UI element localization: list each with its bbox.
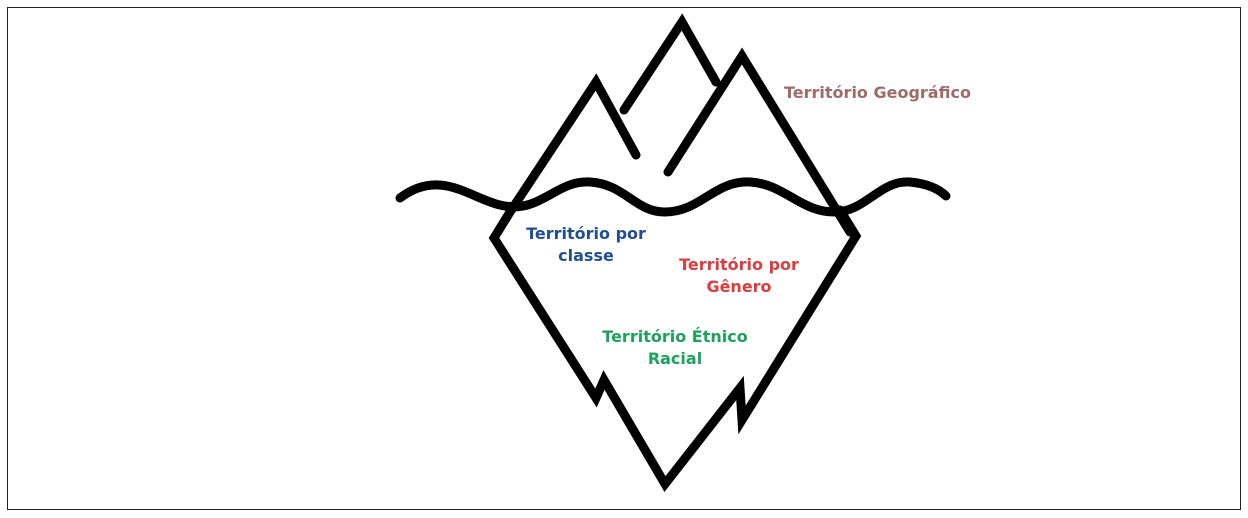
classe-line-1: Território por	[526, 224, 646, 243]
genero-line-2: Gênero	[706, 277, 772, 296]
water-wave-line	[395, 177, 951, 217]
label-territorio-classe: Território por classe	[516, 223, 656, 267]
underwater-iceberg-line	[488, 205, 862, 492]
middle-peak-line	[619, 13, 721, 115]
right-peak-line	[663, 47, 855, 237]
classe-line-2: classe	[558, 246, 614, 265]
diagram-frame	[7, 7, 1241, 510]
label-territorio-genero: Território por Gênero	[664, 254, 814, 298]
geografico-text: Território Geográfico	[784, 83, 971, 102]
left-peak-line	[505, 73, 641, 217]
genero-line-1: Território por	[679, 255, 799, 274]
label-territorio-geografico: Território Geográfico	[784, 82, 971, 104]
label-territorio-etnico: Território Étnico Racial	[590, 326, 760, 370]
etnico-line-1: Território Étnico	[602, 327, 748, 346]
etnico-line-2: Racial	[647, 349, 703, 368]
